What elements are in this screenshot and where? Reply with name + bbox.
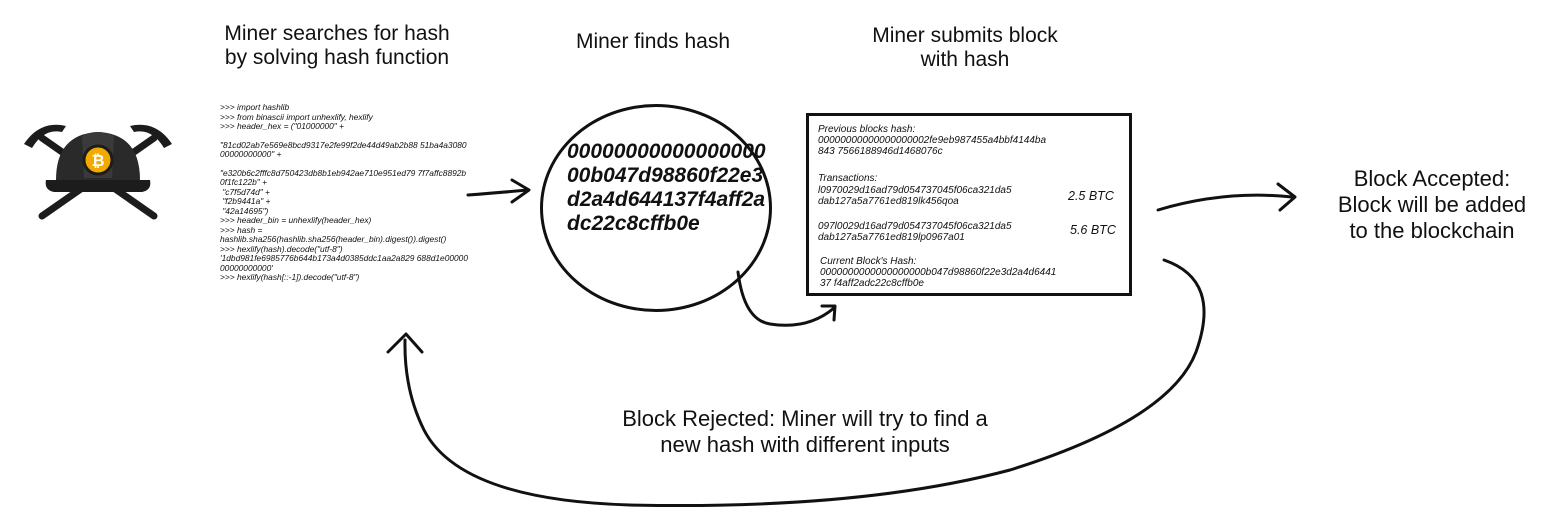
transaction-1-amount: 2.5 BTC xyxy=(1068,189,1114,203)
previous-hash-value: 00000000000000000002fe9eb987455a4bbf4144… xyxy=(818,135,1047,157)
code-line: "42a14695") xyxy=(220,205,269,216)
code-line: "f2b9441a" + xyxy=(220,196,271,206)
heading-find-hash: Miner finds hash xyxy=(575,30,731,53)
transactions-label: Transactions: xyxy=(818,173,878,184)
found-hash-bubble xyxy=(540,104,772,312)
code-line: '1dbd981fe6985776b644b173a4d0385ddc1aa2a… xyxy=(220,253,468,273)
bitcoin-symbol: ₿ xyxy=(91,151,104,170)
code-line: hashlib.sha256(hashlib.sha256(header_bin… xyxy=(220,234,447,244)
previous-hash-label: Previous blocks hash: xyxy=(818,124,916,135)
code-line: >>> import hashlib xyxy=(220,102,290,112)
heading-submit-block: Miner submits block with hash xyxy=(872,24,1058,71)
hash-function-code: >>> import hashlib>>> from binascii impo… xyxy=(220,102,470,283)
code-line: "e320b6c2fffc8d750423db8b1eb942ae710e951… xyxy=(220,167,467,187)
submitted-block xyxy=(806,113,1132,296)
arrow-hash-to-block xyxy=(736,270,837,327)
code-line: "c7f5d74d" + xyxy=(220,186,270,197)
current-hash-value: 0000000000000000000b047d98860f22e3d2a4d6… xyxy=(820,267,1057,289)
code-line: >>> hexlify(hash).decode("utf-8") xyxy=(220,243,343,254)
transaction-2: 097l0029d16ad79d054737045f06ca321da5 dab… xyxy=(818,221,1012,243)
code-line: >>> header_bin = unhexlify(header_hex) xyxy=(220,215,372,225)
arrow-rejected-loop xyxy=(386,258,1206,508)
found-hash-value: 0000000000000000000b047d98860f22e3d2a4d6… xyxy=(567,140,766,235)
code-line: >>> from binascii import unhexlify, hexl… xyxy=(220,111,373,122)
transaction-1: l0970029d16ad79d054737045f06ca321da5 dab… xyxy=(818,185,1012,207)
code-line: "81cd02ab7e569e8bcd9317e2fe99f2de44d49ab… xyxy=(220,139,467,159)
current-hash-label: Current Block's Hash: xyxy=(820,256,917,267)
arrow-code-to-hash xyxy=(466,178,531,204)
bitcoin-miner-helmet-with-pickaxes-icon: ₿ xyxy=(24,124,172,220)
transaction-2-amount: 5.6 BTC xyxy=(1070,223,1116,237)
code-line: >>> hash = xyxy=(220,224,263,235)
block-rejected-text: Block Rejected: Miner will try to find a… xyxy=(622,406,988,457)
code-line: >>> header_hex = ("01000000" + xyxy=(220,121,344,131)
code-line: >>> hexlify(hash[::-1]).decode("utf-8") xyxy=(220,272,360,282)
block-accepted-text: Block Accepted: Block will be added to t… xyxy=(1337,166,1527,243)
arrow-block-to-accepted xyxy=(1156,182,1297,212)
heading-search-hash: Miner searches for hash by solving hash … xyxy=(224,22,450,69)
